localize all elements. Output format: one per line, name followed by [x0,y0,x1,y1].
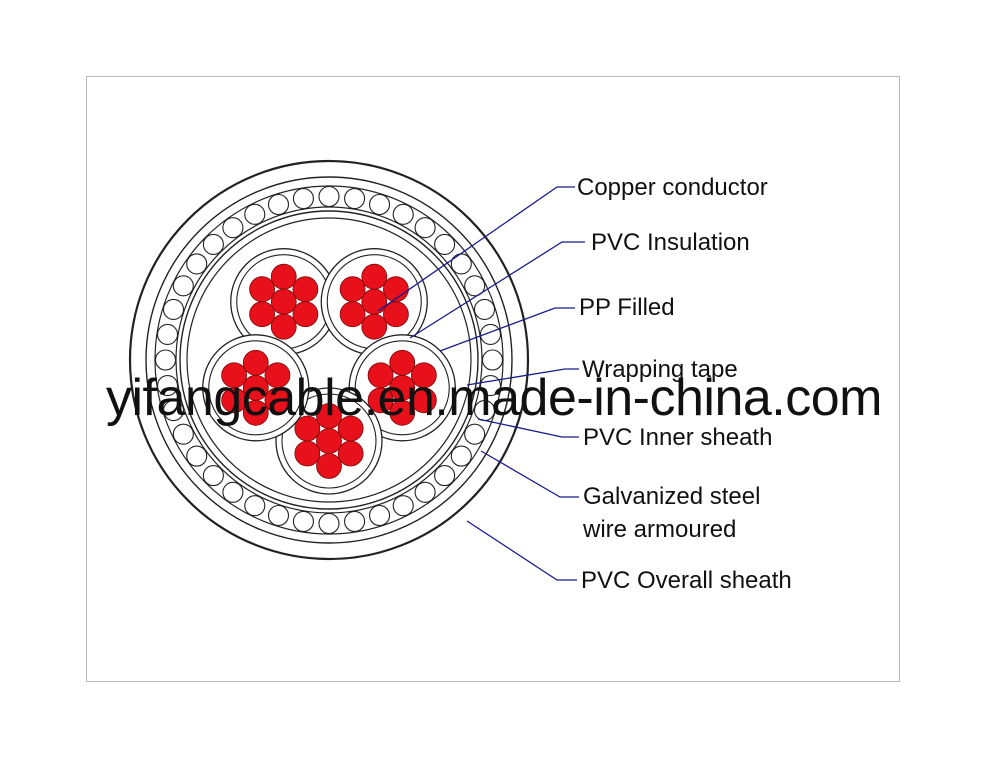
conductor-strand [264,362,291,389]
conductor-strand [389,349,416,376]
armour-wire [344,187,366,210]
armour-wire [414,217,436,239]
armour-wire [481,349,504,371]
overall-sheath-outer-ring [128,159,530,561]
conductor-strand [249,276,275,303]
label-copper-conductor: Copper conductor [577,174,768,201]
armour-wire [318,512,340,535]
label-wrapping-tape: Wrapping tape [582,356,738,383]
armour-wire [292,510,314,533]
conductor-cores [202,248,456,495]
armour-wire [392,495,414,517]
armour-wire [267,504,290,527]
conductor-strand [389,399,416,426]
armour-wire [464,275,486,297]
armour-wire [473,298,496,321]
conductor-strand [383,301,409,328]
armour-wire [156,375,179,397]
conductor-strand [292,276,319,303]
armour-wire [186,445,208,467]
conductor-strand [270,263,297,290]
conductor-strand [361,288,388,315]
armour-wire [162,399,185,422]
leader-lines [377,186,585,581]
core-insulation-inner [281,393,377,489]
label-pp-filled: PP Filled [579,294,675,321]
wrapping-tape-ring [186,217,472,503]
label-wire-armoured: wire armoured [583,516,737,543]
conductor-strand [292,301,319,328]
armour-wire [156,323,179,345]
conductor-strand [339,301,366,328]
diagram-frame [86,76,900,682]
armour-wire [267,193,290,216]
conductor-strand [410,362,437,389]
armour-wire [244,203,266,225]
armour-wires [154,185,504,535]
label-pvc-inner-sheath: PVC Inner sheath [583,424,773,451]
conductor-strand [294,415,321,442]
conductor-strand [337,415,364,442]
armour-wire [186,253,208,275]
conductor-strand [316,453,342,479]
armour-wire [162,298,185,321]
armour-wire [479,323,502,345]
armour-wire [368,504,391,527]
armour-wire [392,203,414,225]
label-galvanized-steel: Galvanized steel [583,483,761,510]
label-pvc-insulation: PVC Insulation [591,229,750,256]
leader-pvc-inner-sheath [477,418,579,438]
conductor-strand [242,349,269,376]
armour-wire [368,193,391,216]
armour-wire [344,510,366,533]
armour-wire [222,481,244,503]
leader-copper-conductor [377,186,575,312]
conductor-strand [294,440,321,467]
conductor-strand [242,399,269,426]
conductor-strand [361,313,388,340]
armour-wire [414,481,436,503]
armour-wire [450,253,472,275]
armour-wire [202,465,224,487]
leader-galvanized-armour [480,450,579,498]
conductor-strand [339,276,366,303]
conductor-strand [249,301,275,328]
armour-wire [292,187,314,210]
label-pvc-overall-sheath: PVC Overall sheath [581,567,792,594]
core-insulation-inner [354,340,450,436]
armour-wire [222,217,244,239]
armour-wire [244,495,266,517]
leader-pvc-insulation [409,241,585,339]
armour-wire [450,445,472,467]
conductor-strand [337,440,364,467]
sheath-rings [128,159,530,561]
armour-wire [434,233,456,255]
armour-wire [172,275,194,297]
armour-wire [464,423,486,445]
armour-wire [172,423,194,445]
leader-wrapping-tape [466,368,579,386]
conductor-strand [270,313,297,340]
conductor-strand [221,362,248,389]
conductor-strand [270,288,297,315]
conductor-strand [316,403,342,429]
leader-pp-filled [439,307,575,352]
armour-wire [318,185,340,208]
leader-pvc-overall-sheath [466,520,577,581]
armour-wire [202,233,224,255]
core-insulation-inner [208,340,304,436]
conductor-strand [367,362,394,389]
conductor-strand [361,263,388,290]
watermark-text: yifangcable.en.made-in-china.com [106,369,882,427]
overall-sheath-inner-ring [145,176,513,544]
inner-sheath-ring [179,210,479,510]
armour-wire [154,349,177,371]
armour-wire [434,465,456,487]
conductor-strand [316,428,342,454]
